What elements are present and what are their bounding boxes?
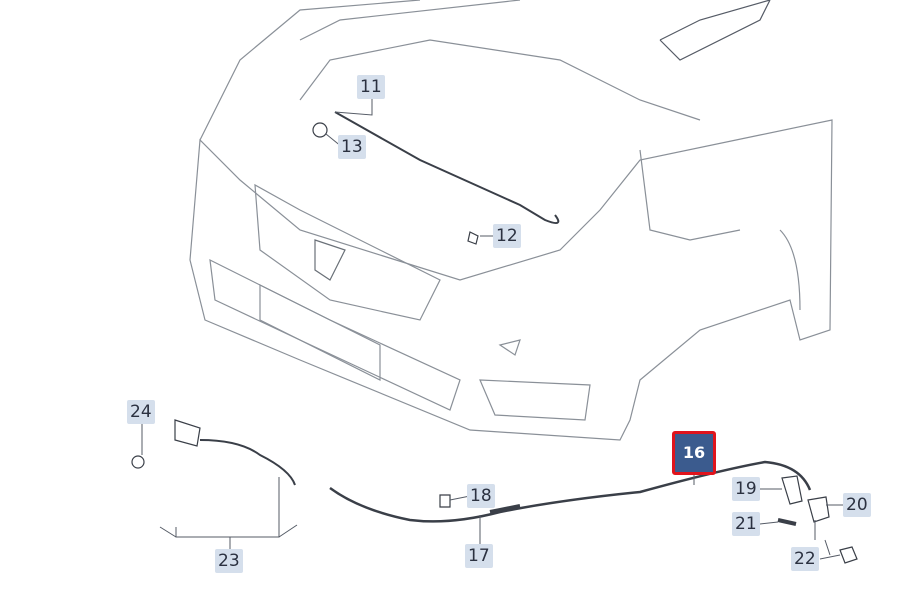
callout-13[interactable]: 13 [338,135,366,159]
callout-18[interactable]: 18 [467,484,495,508]
callout-12[interactable]: 12 [493,224,521,248]
callout-22[interactable]: 22 [791,547,819,571]
callout-16[interactable]: 16 [672,431,716,475]
callout-21[interactable]: 21 [732,512,760,536]
callout-17[interactable]: 17 [465,544,493,568]
callout-20[interactable]: 20 [843,493,871,517]
callout-19[interactable]: 19 [732,477,760,501]
callout-24[interactable]: 24 [127,400,155,424]
car-body-outline [189,0,833,441]
callout-11[interactable]: 11 [357,75,385,99]
callout-23[interactable]: 23 [215,549,243,573]
